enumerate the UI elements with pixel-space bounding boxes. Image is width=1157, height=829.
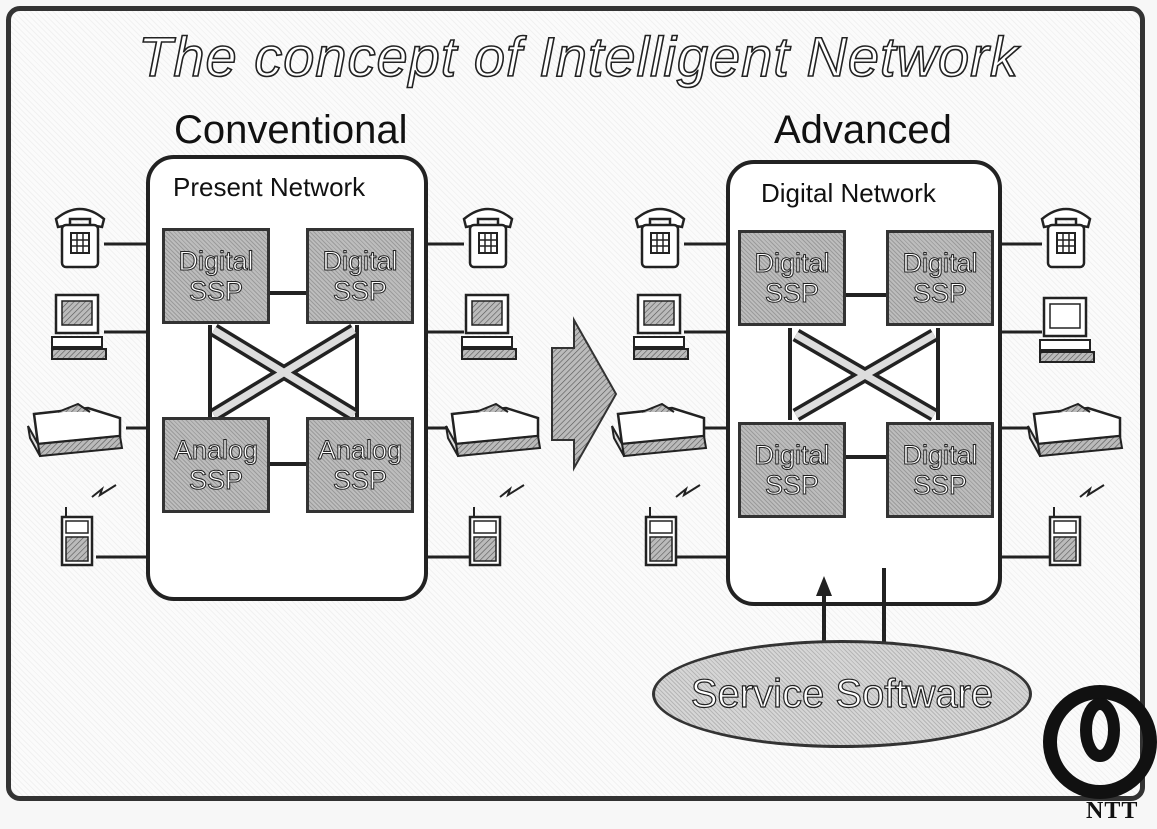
advanced-ssp-node: Digital SSP: [738, 230, 846, 326]
ssp-type-label: Analog: [317, 435, 403, 466]
advanced-heading: Advanced: [774, 108, 952, 152]
telephone-icon: [1040, 207, 1092, 269]
ssp-label: SSP: [188, 465, 244, 496]
conventional-heading: Conventional: [174, 108, 408, 152]
computer-icon: [461, 293, 517, 360]
present-network-label: Present Network: [173, 172, 366, 202]
conventional-mesh: [208, 291, 359, 466]
slide-title: The concept of Intelligent Network: [137, 24, 1019, 89]
conventional-ssp-node: Digital SSP: [162, 228, 270, 324]
mobile-phone-icon: [644, 484, 701, 567]
ssp-label: SSP: [332, 276, 388, 307]
ssp-type-label: Digital: [322, 246, 398, 277]
conventional-terminal-lines: [96, 242, 470, 559]
computer-icon: [51, 293, 107, 360]
service-software-cloud: Service Software: [652, 640, 1032, 748]
ssp-label: SSP: [764, 470, 820, 501]
advanced-mesh: [788, 293, 940, 459]
advanced-terminal-lines: [676, 242, 1050, 559]
ntt-logo: [1043, 685, 1157, 799]
ssp-label: SSP: [764, 278, 820, 309]
telephone-icon: [54, 207, 106, 269]
ssp-type-label: Digital: [902, 248, 978, 279]
fax-icon: [611, 402, 708, 458]
telephone-icon: [634, 207, 686, 269]
ssp-type-label: Digital: [178, 246, 254, 277]
ntt-logo-text: NTT: [1086, 798, 1139, 824]
ssp-label: SSP: [188, 276, 244, 307]
mobile-phone-icon: [468, 484, 525, 567]
fax-icon: [445, 402, 542, 458]
conventional-ssp-node: Analog SSP: [306, 417, 414, 513]
ssp-label: SSP: [912, 278, 968, 309]
advanced-ssp-node: Digital SSP: [886, 230, 994, 326]
telephone-icon: [462, 207, 514, 269]
ssp-label: SSP: [332, 465, 388, 496]
computer-icon: [633, 293, 689, 360]
advanced-ssp-node: Digital SSP: [886, 422, 994, 518]
mobile-phone-icon: [60, 484, 117, 567]
fax-icon: [27, 402, 124, 458]
ssp-type-label: Analog: [173, 435, 259, 466]
mobile-phone-icon: [1048, 484, 1105, 567]
ssp-label: SSP: [912, 470, 968, 501]
service-software-label: Service Software: [690, 671, 994, 716]
advanced-ssp-node: Digital SSP: [738, 422, 846, 518]
transition-arrow: [551, 316, 618, 472]
ssp-type-label: Digital: [754, 440, 830, 471]
computer-icon: [1039, 296, 1095, 363]
fax-icon: [1027, 402, 1124, 458]
conventional-ssp-node: Analog SSP: [162, 417, 270, 513]
conventional-ssp-node: Digital SSP: [306, 228, 414, 324]
digital-network-label: Digital Network: [761, 178, 936, 208]
ssp-type-label: Digital: [902, 440, 978, 471]
ssp-type-label: Digital: [754, 248, 830, 279]
